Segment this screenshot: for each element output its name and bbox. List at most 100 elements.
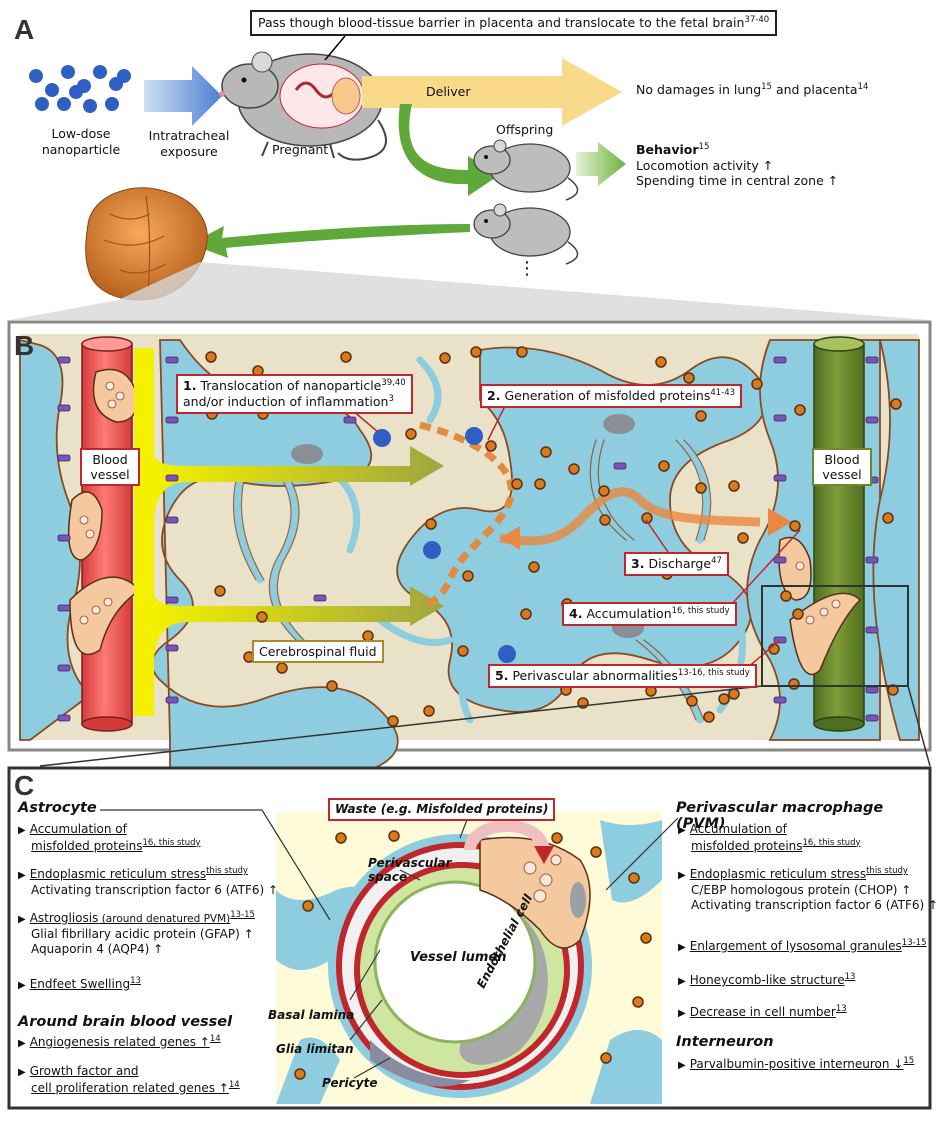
pvm-title: Perivascular macrophage (PVM)	[676, 800, 884, 832]
astro-item-1-ref: 16, this study	[142, 837, 201, 848]
pvm-item-5-ref: 13	[835, 1004, 847, 1014]
deliver-arrow	[362, 58, 622, 126]
pvm-cells	[67, 368, 862, 676]
astrocyte-title: Astrocyte	[18, 800, 97, 816]
vessel-lumen-label: Vessel lumen	[410, 950, 507, 965]
pvm-item-5-line1: Decrease in cell number	[689, 1005, 836, 1019]
pvm-item-1-line2: misfolded proteins	[691, 838, 803, 853]
panel-label-a: A	[14, 14, 35, 45]
brain-arrow	[190, 224, 470, 258]
nanoparticles-cluster	[29, 65, 131, 113]
glia-limitan-label: Glia limitan	[276, 1042, 354, 1056]
astro-item-4-line1: Endfeet Swelling	[29, 977, 131, 991]
pregnant-label: Pregnant	[272, 142, 329, 157]
callout-1-ref: 39,40	[381, 378, 406, 388]
deliver-label: Deliver	[426, 84, 471, 99]
pvm-item-2-sub1: C/EBP homologous protein (CHOP) ↑	[691, 882, 912, 897]
no-damage-ref1: 15	[761, 82, 772, 92]
callout-accumulation: 4. Accumulation16, this study	[562, 602, 737, 626]
vessel-item-2-line1: Growth factor and	[29, 1064, 139, 1078]
astro-item-accumulation: ▶Accumulation of misfolded proteins16, t…	[18, 822, 201, 853]
csf-arrows	[134, 348, 444, 716]
pvm-item-lysosomal: ▶Enlargement of lysosomal granules13-15	[678, 938, 927, 953]
barrier-text: Pass though blood-tissue barrier in plac…	[258, 15, 745, 31]
astro-item-3-sub2: Aquaporin 4 (AQP4) ↑	[31, 941, 164, 956]
pvm-item-2-line1: Endoplasmic reticulum stress	[689, 867, 867, 881]
interneuron-item-ref: 15	[903, 1056, 915, 1066]
behavior-block: Behavior15 Locomotion activity ↑ Spendin…	[636, 142, 838, 189]
callout-2-ref: 41-43	[710, 388, 736, 398]
interneuron-title: Interneuron	[676, 1034, 774, 1050]
pvm-item-4-ref: 13	[844, 972, 856, 982]
vessel-title: Around brain blood vessel	[18, 1014, 233, 1030]
nanoparticles-b	[373, 427, 516, 663]
behavior-arrow	[576, 142, 626, 186]
blood-vessel-right-label: Blood vessel	[812, 448, 872, 486]
astro-item-3-ref: 13-15	[230, 910, 255, 920]
no-damage-text: No damages in lung15 and placenta14	[636, 82, 868, 98]
callout-translocation: 1. Translocation of nanoparticle39,40 an…	[176, 374, 413, 414]
offspring-mouse-1	[473, 139, 579, 201]
nanoparticle-label-line1: Low-dose	[51, 126, 111, 141]
vessel-item-2-line2: cell proliferation related genes ↑	[31, 1080, 229, 1095]
vessel-item-1-line1: Angiogenesis related genes ↑	[29, 1035, 210, 1049]
pvm-item-1-ref: 16, this study	[802, 837, 861, 848]
callout-1-text2: and/or induction of inflammation	[183, 393, 389, 409]
callout-5-ref: 13-16, this study	[677, 668, 750, 678]
panel-label-b: B	[14, 330, 35, 361]
pvm-item-4-line1: Honeycomb-like structure	[689, 973, 845, 987]
panel-c-graphics	[7, 766, 932, 1110]
exposure-arrow	[144, 66, 222, 126]
zoom-box	[761, 585, 909, 687]
pregnant-mouse	[219, 51, 387, 161]
callout-1-num: 1.	[183, 378, 197, 394]
callout-3-ref: 47	[711, 556, 722, 566]
callout-misfolded: 2. Generation of misfolded proteins41-43	[480, 384, 743, 408]
ellipsis: ⋮	[518, 258, 536, 279]
csf-label: Cerebrospinal fluid	[252, 640, 384, 663]
offspring-mouse-2	[473, 203, 579, 265]
waste-arrow	[464, 820, 550, 852]
astro-item-astrogliosis: ▶Astrogliosis (around denatured PVM)13-1…	[18, 910, 255, 956]
astro-item-endfeet: ▶Endfeet Swelling13	[18, 976, 141, 991]
exposure-label: Intratracheal exposure	[134, 128, 244, 159]
panel-label-c: C	[14, 770, 35, 801]
no-damage-lung: No damages in lung	[636, 82, 762, 98]
pvm-cell-c	[479, 836, 591, 949]
pvm-item-3-ref: 13-15	[901, 938, 927, 948]
offspring-label: Offspring	[496, 122, 554, 137]
callout-5-text: Perivascular abnormalities	[512, 668, 678, 684]
callout-1-text: Translocation of nanoparticle	[200, 378, 382, 394]
callout-2-num: 2.	[487, 388, 501, 404]
panel-a-graphics	[10, 35, 930, 320]
pericyte-shape	[370, 1040, 470, 1087]
pvm-item-2-ref: this study	[866, 866, 908, 876]
barrier-box: Pass though blood-tissue barrier in plac…	[250, 10, 778, 36]
callout-3-text: Discharge	[648, 556, 712, 572]
callout-2-text: Generation of misfolded proteins	[504, 388, 711, 404]
astro-item-3-sub1: Glial fibrillary acidic protein (GFAP) ↑	[31, 926, 254, 941]
callout-4-ref: 16, this study	[671, 606, 730, 616]
callout-5-num: 5.	[495, 668, 509, 684]
astro-item-2-line1: Endoplasmic reticulum stress	[29, 867, 207, 881]
nanoparticle-label-line2: nanoparticle	[41, 141, 121, 157]
astro-item-1-line2: misfolded proteins	[31, 838, 143, 853]
panel-b-graphics	[7, 320, 932, 801]
pvm-item-cell-number: ▶Decrease in cell number13	[678, 1004, 847, 1019]
interneuron-item: ▶Parvalbumin-positive interneuron ↓15	[678, 1056, 915, 1071]
discharge-arrow	[499, 487, 761, 546]
behavior-ref: 15	[698, 142, 710, 152]
pvm-item-honeycomb: ▶Honeycomb-like structure13	[678, 972, 856, 987]
blood-vessel-right-shape	[813, 336, 865, 732]
waste-label: Waste (e.g. Misfolded proteins)	[328, 798, 556, 821]
no-damage-placenta: and placenta	[771, 82, 858, 98]
astro-item-er-stress: ▶Endoplasmic reticulum stressthis study …	[18, 866, 279, 897]
astro-item-2-sub1: Activating transcription factor 6 (ATF6)…	[31, 882, 279, 897]
astro-item-2-ref: this study	[206, 866, 248, 876]
perivascular-space-label: Perivascular space	[368, 856, 452, 885]
callout-1-ref2: 3	[388, 393, 394, 404]
pvm-granules	[79, 381, 841, 625]
pvm-item-2-sub2: Activating transcription factor 6 (ATF6)…	[691, 897, 937, 912]
astro-item-3-line1: Astrogliosis	[29, 911, 99, 925]
